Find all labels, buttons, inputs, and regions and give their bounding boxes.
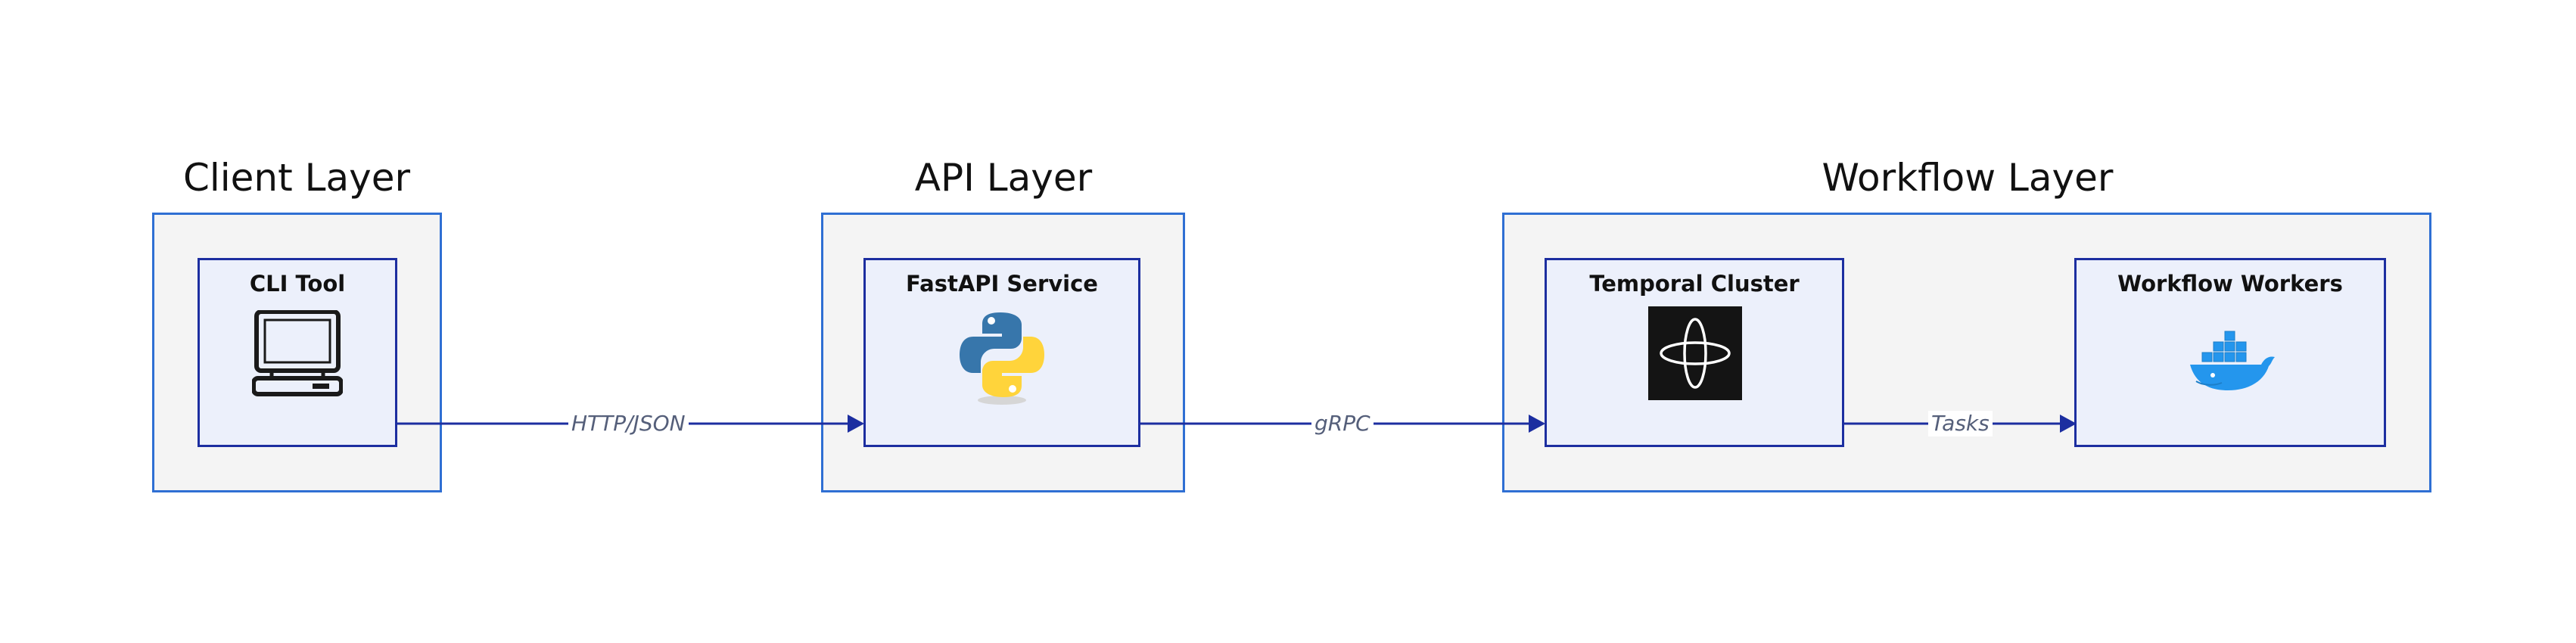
node-workflow-workers[interactable]: Workflow Workers <box>2074 258 2386 447</box>
node-label-workflow-workers: Workflow Workers <box>2117 271 2343 297</box>
edge-label-http-json: HTTP/JSON <box>568 411 689 436</box>
computer-terminal-icon <box>252 310 343 396</box>
node-label-temporal-cluster: Temporal Cluster <box>1589 271 1800 297</box>
node-label-cli-tool: CLI Tool <box>249 271 346 297</box>
edge-label-tasks: Tasks <box>1928 411 1993 436</box>
edge-label-grpc: gRPC <box>1311 411 1374 436</box>
python-logo-icon <box>960 312 1044 405</box>
layer-title-api: API Layer <box>914 156 1093 200</box>
docker-whale-icon <box>2190 331 2275 390</box>
node-label-fastapi-service: FastAPI Service <box>906 271 1098 297</box>
node-cli-tool[interactable]: CLI Tool <box>198 258 397 447</box>
layer-title-workflow: Workflow Layer <box>1822 156 2114 200</box>
layer-title-client: Client Layer <box>182 156 411 200</box>
node-fastapi-service[interactable]: FastAPI Service <box>863 258 1140 447</box>
temporal-logo-icon <box>1648 306 1742 400</box>
node-temporal-cluster[interactable]: Temporal Cluster <box>1545 258 1844 447</box>
